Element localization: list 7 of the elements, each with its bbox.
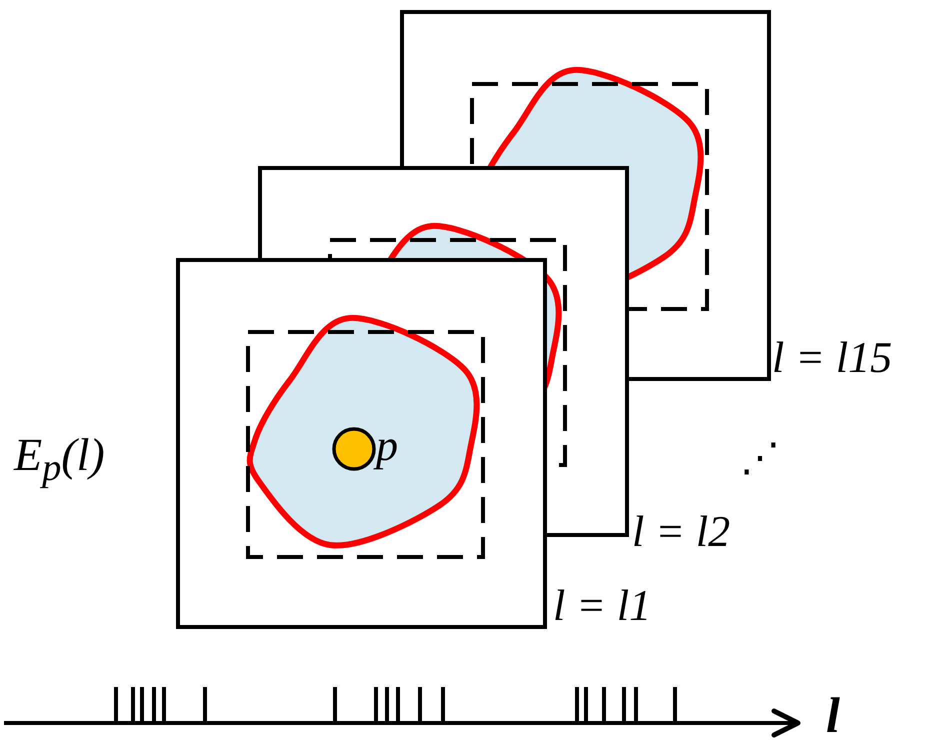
function-label: E$_{p}$(l) bbox=[14, 432, 105, 488]
ellipsis: ⋰ bbox=[740, 438, 780, 478]
level-label: l = l2 bbox=[632, 510, 730, 554]
level-label: l = l1 bbox=[553, 584, 652, 628]
axis-label: l bbox=[826, 690, 840, 740]
point-label: p bbox=[376, 424, 398, 468]
level-label: l = l15 bbox=[772, 336, 892, 380]
